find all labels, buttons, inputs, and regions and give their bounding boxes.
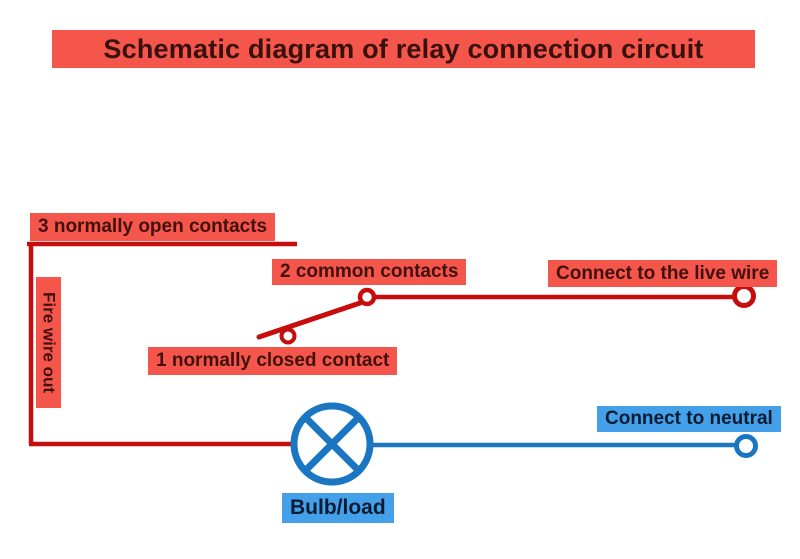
bulb-cross-line-2 bbox=[302, 414, 362, 474]
label-bulb-load: Bulb/load bbox=[282, 493, 394, 523]
common-contact-terminal-icon bbox=[357, 287, 377, 307]
red-terminals bbox=[279, 284, 756, 345]
red-wires bbox=[27, 241, 737, 447]
label-normally-open-contacts: 3 normally open contacts bbox=[30, 213, 276, 241]
blue-terminals bbox=[734, 434, 758, 458]
relay-switch-blade bbox=[256, 300, 363, 340]
bulb-lamp-icon bbox=[290, 402, 374, 486]
label-normally-closed-contact: 1 normally closed contact bbox=[148, 347, 398, 375]
neutral-terminal-icon bbox=[734, 434, 758, 458]
label-connect-neutral: Connect to neutral bbox=[597, 406, 781, 432]
page-title: Schematic diagram of relay connection ci… bbox=[52, 30, 755, 68]
label-connect-live-wire: Connect to the live wire bbox=[548, 260, 778, 287]
label-fire-wire-out: Fire wire out bbox=[36, 277, 61, 408]
label-common-contacts: 2 common contacts bbox=[272, 259, 467, 285]
live-wire-terminal-icon bbox=[732, 284, 756, 308]
normally-closed-terminal-icon bbox=[279, 327, 297, 345]
